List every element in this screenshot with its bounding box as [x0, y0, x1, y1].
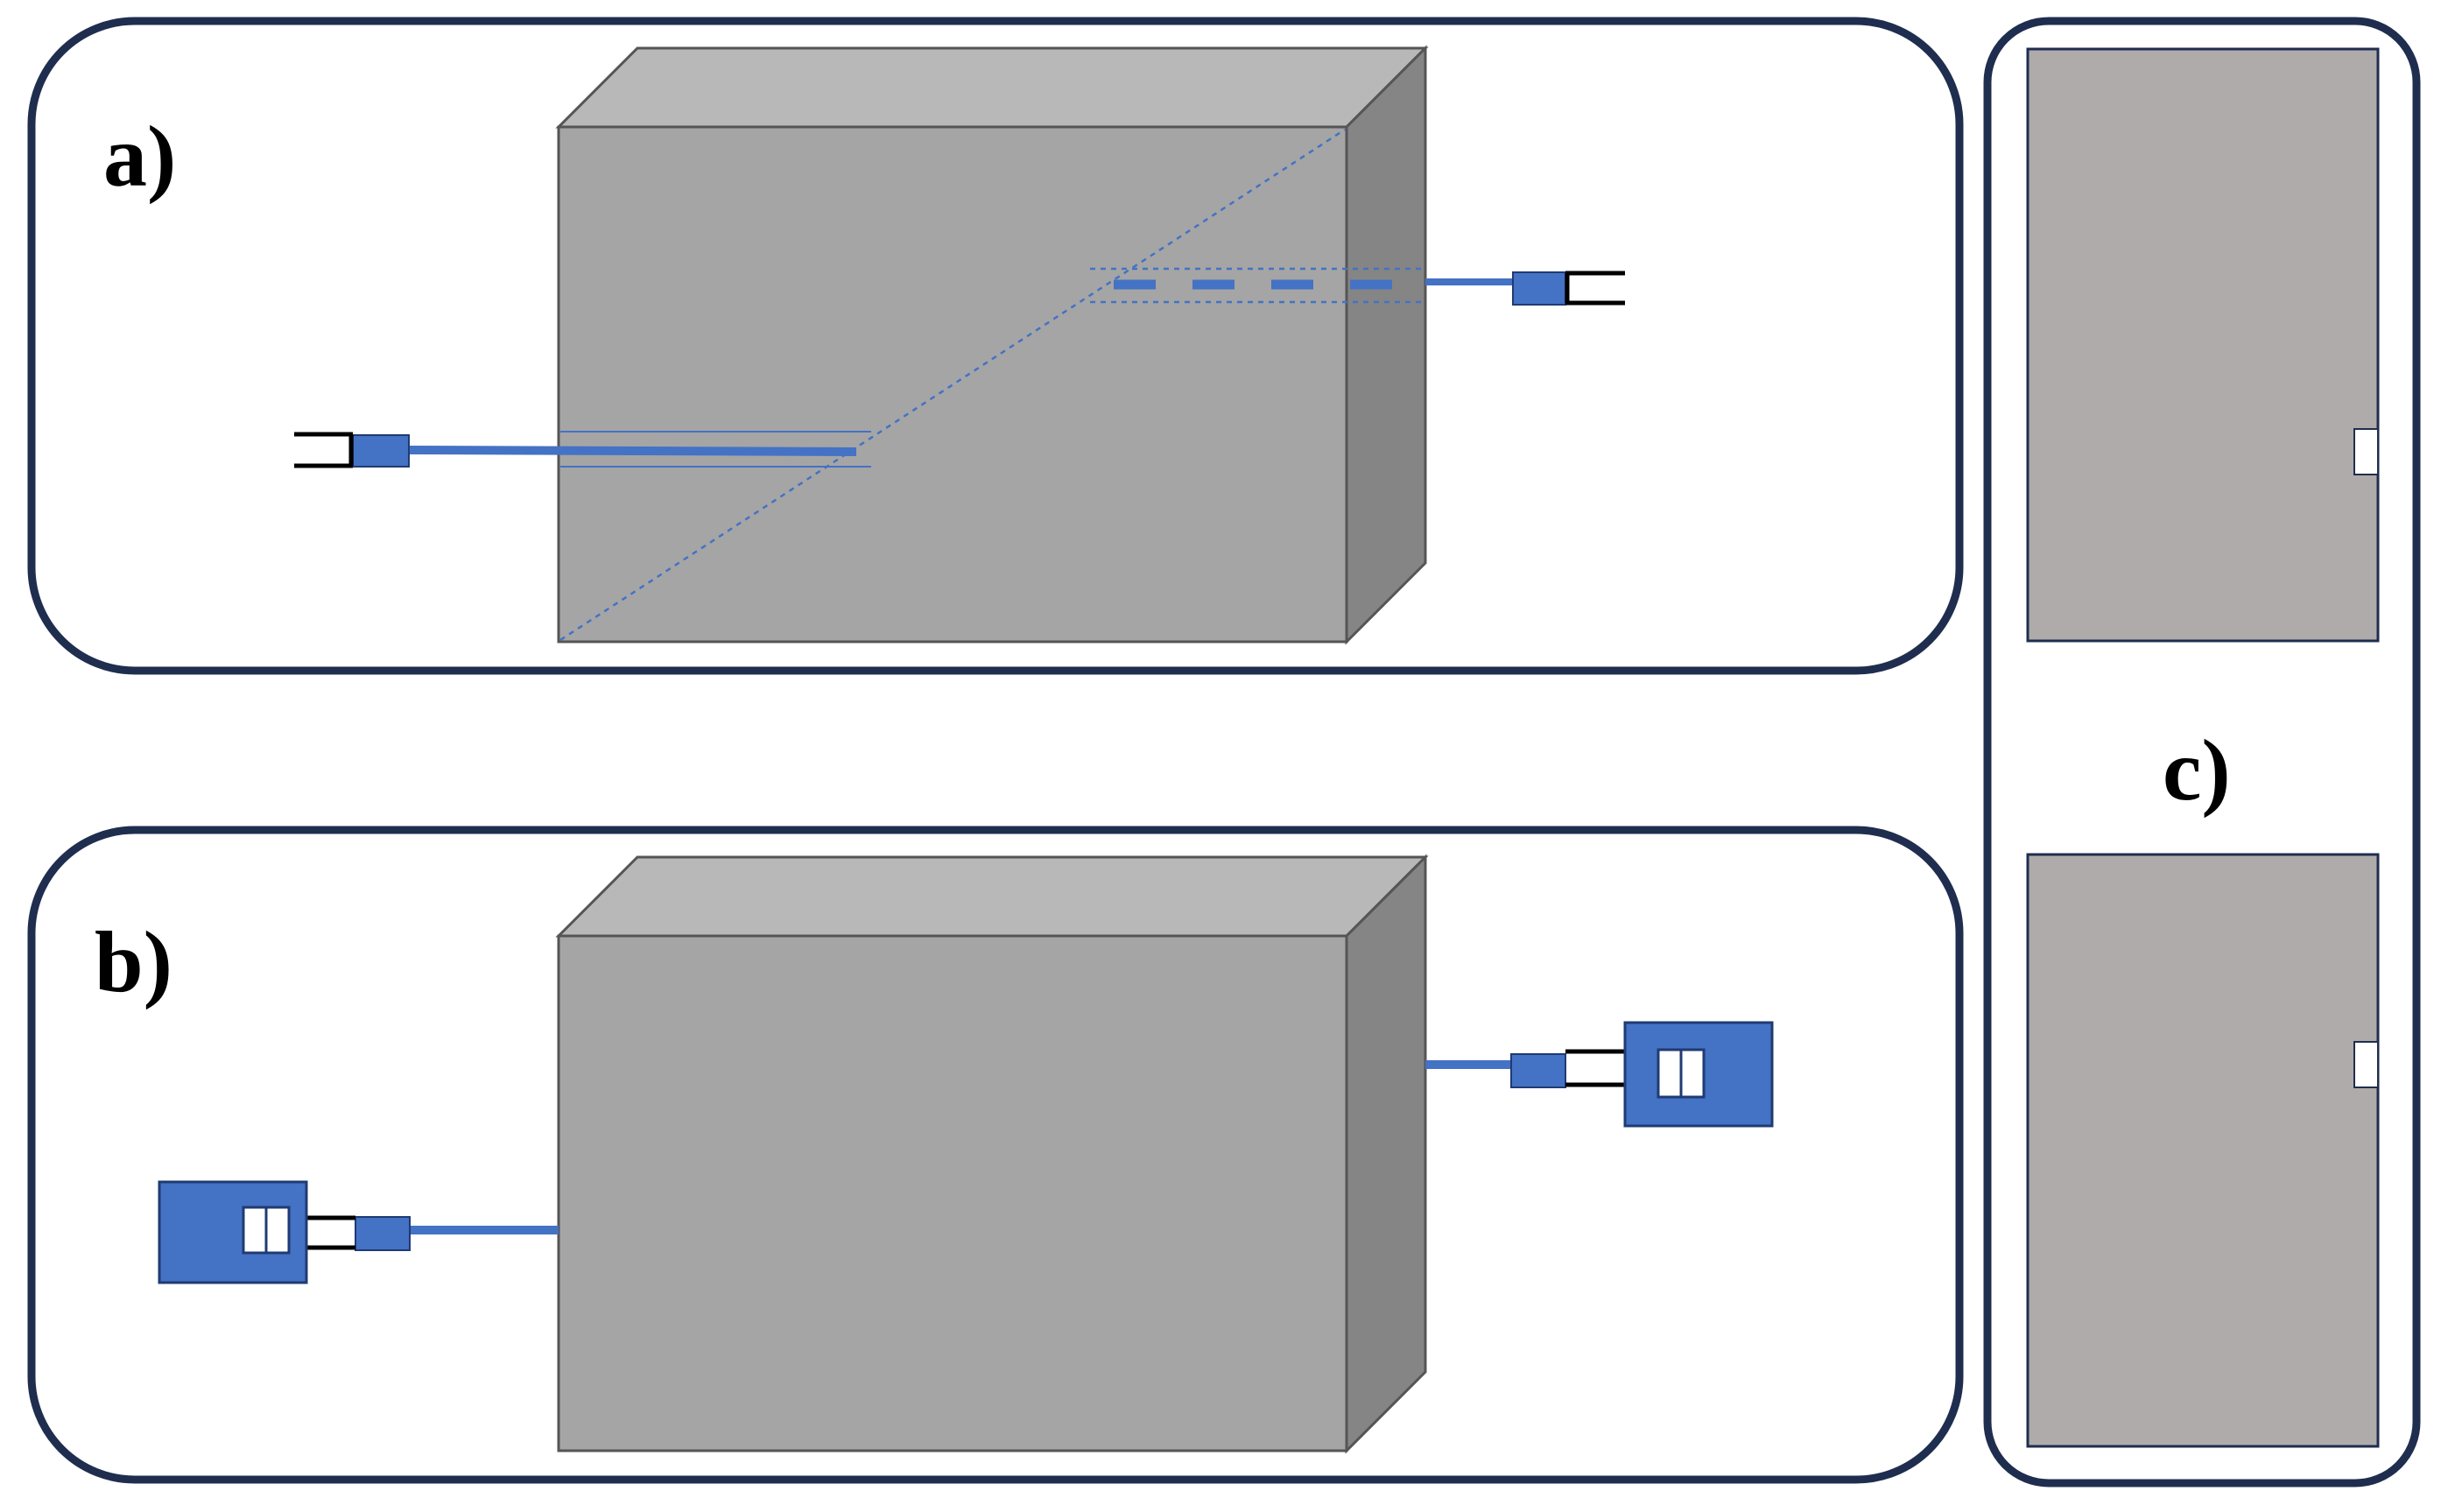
plate-c-top [2026, 47, 2380, 643]
block-a-side-face [1345, 45, 1427, 645]
connector-b-right-body [1510, 1053, 1566, 1088]
block-b-front-face [557, 934, 1348, 1452]
plate-c-bottom-slot [2353, 1041, 2379, 1088]
plate-c-bottom [2026, 853, 2380, 1448]
panel-a: a) [27, 17, 1964, 675]
connector-b-right [1510, 1049, 1625, 1088]
probe-rod-left [407, 446, 857, 456]
connector-a-right [1512, 271, 1625, 306]
channel-left [407, 431, 871, 468]
block-b-side-face [1345, 854, 1427, 1454]
panel-b: b) [27, 826, 1964, 1484]
module-b-right [1623, 1021, 1774, 1128]
block-b-top-face [555, 855, 1429, 938]
block-a-top-face [555, 46, 1429, 129]
panel-b-label: b) [95, 913, 172, 1010]
diagonal-plane-line [559, 128, 1346, 642]
panel-c-label: c) [2163, 721, 2231, 819]
connector-b-left-body [355, 1216, 411, 1251]
connector-a-right-body [1512, 271, 1566, 306]
block-a [555, 45, 1429, 645]
connector-b-left [306, 1215, 411, 1251]
connector-a-left-body [352, 434, 410, 468]
panel-b-frame [27, 826, 1964, 1484]
panel-a-label: a) [103, 108, 176, 205]
connector-a-left [294, 432, 410, 468]
channel-right [1090, 267, 1513, 304]
module-b-left [158, 1180, 308, 1284]
panel-a-frame [27, 17, 1964, 675]
plate-c-top-slot [2353, 428, 2379, 475]
panel-c: c) [1983, 17, 2421, 1487]
block-b [555, 854, 1429, 1454]
panel-c-frame [1983, 17, 2421, 1487]
